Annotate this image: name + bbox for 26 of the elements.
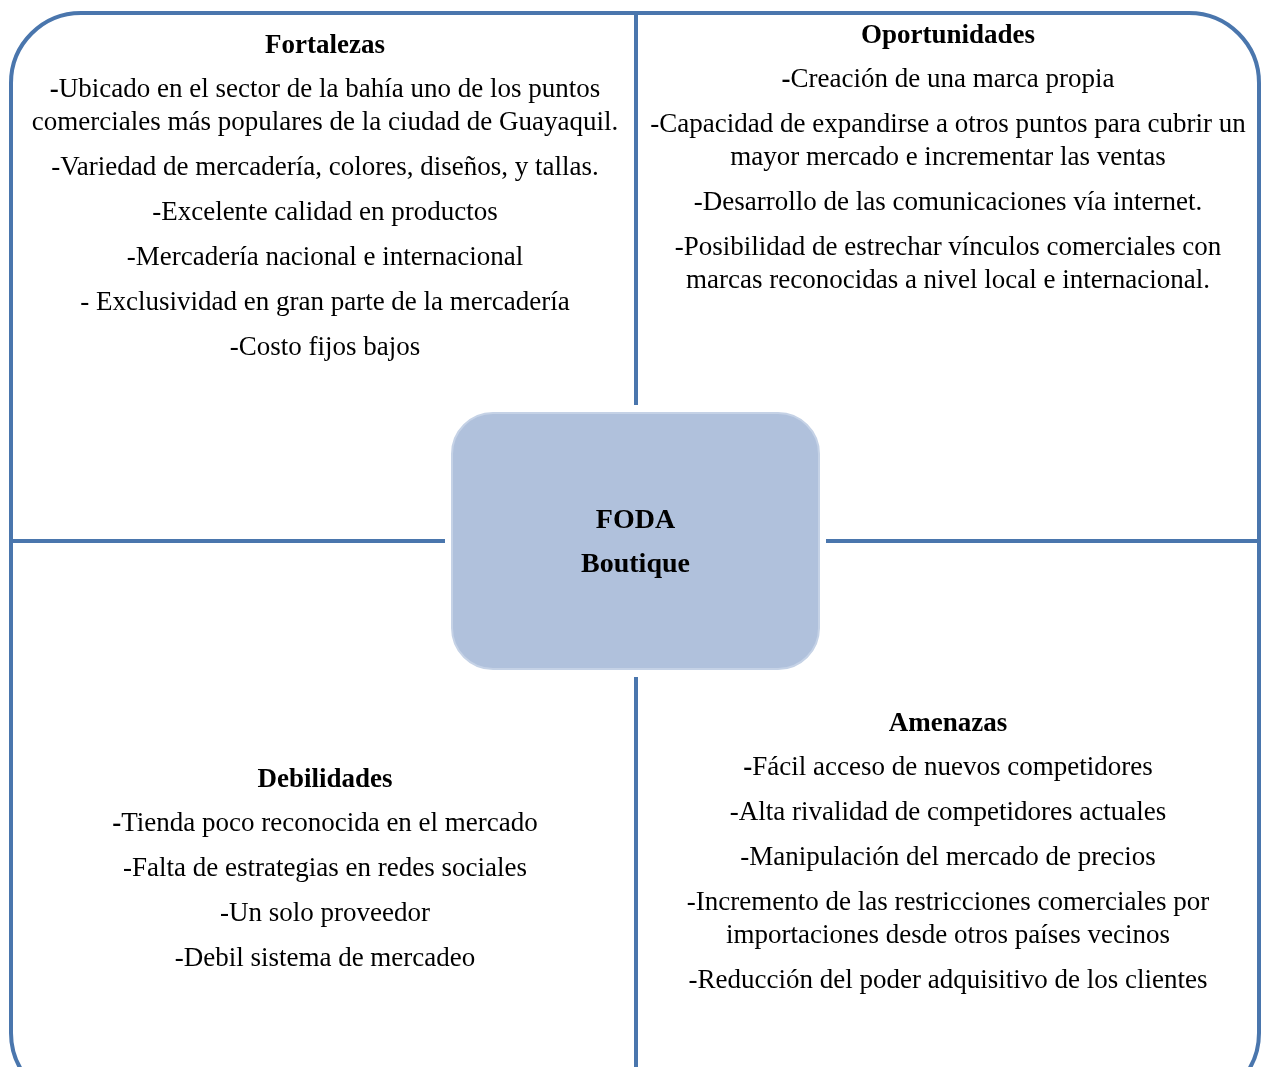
quadrant-heading: Amenazas [888,706,1008,738]
list-item: -Manipulación del mercado de precios [739,840,1157,873]
list-item: -Creación de una marca propia [780,62,1116,95]
quadrant-heading: Oportunidades [860,18,1036,50]
list-item: -Excelente calidad en productos [151,195,499,228]
center-box [451,412,820,670]
list-item: -Variedad de mercadería, colores, diseños, y tallas. [50,150,600,183]
list-item: -Posibilidad de estrechar vínculos comerciales con marcas reconocidas a nivel local e internacional. [673,230,1223,296]
center-title: Boutique [581,547,690,579]
list-item: -Desarrollo de las comunicaciones vía internet. [692,185,1204,218]
list-item: - Exclusividad en gran parte de la mercadería [79,285,571,318]
list-item: -Un solo proveedor [219,896,431,929]
list-item: -Reducción del poder adquisitivo de los clientes [687,963,1209,996]
list-item: -Alta rivalidad de competidores actuales [728,795,1168,828]
list-item: -Falta de estrategias en redes sociales [121,851,529,884]
list-item: -Fácil acceso de nuevos competidores [742,750,1154,783]
list-item: -Tienda poco reconocida en el mercado [111,806,539,839]
list-item: -Incremento de las restricciones comerciales por importaciones desde otros países vecinos [685,885,1211,951]
list-item: -Mercadería nacional e internacional [125,240,525,273]
list-item: -Debil sistema de mercadeo [173,941,477,974]
list-item: -Costo fijos bajos [228,330,422,363]
quadrant-heading: Fortalezas [265,28,385,60]
list-item: -Ubicado en el sector de la bahía uno de los puntos comerciales más populares de la ciudad de Guayaquil. [30,72,620,138]
list-item: -Capacidad de expandirse a otros puntos para cubrir un mayor mercado e incrementar las ventas [649,107,1247,173]
quadrant-heading: Debilidades [257,762,393,794]
center-title: FODA [595,503,676,535]
